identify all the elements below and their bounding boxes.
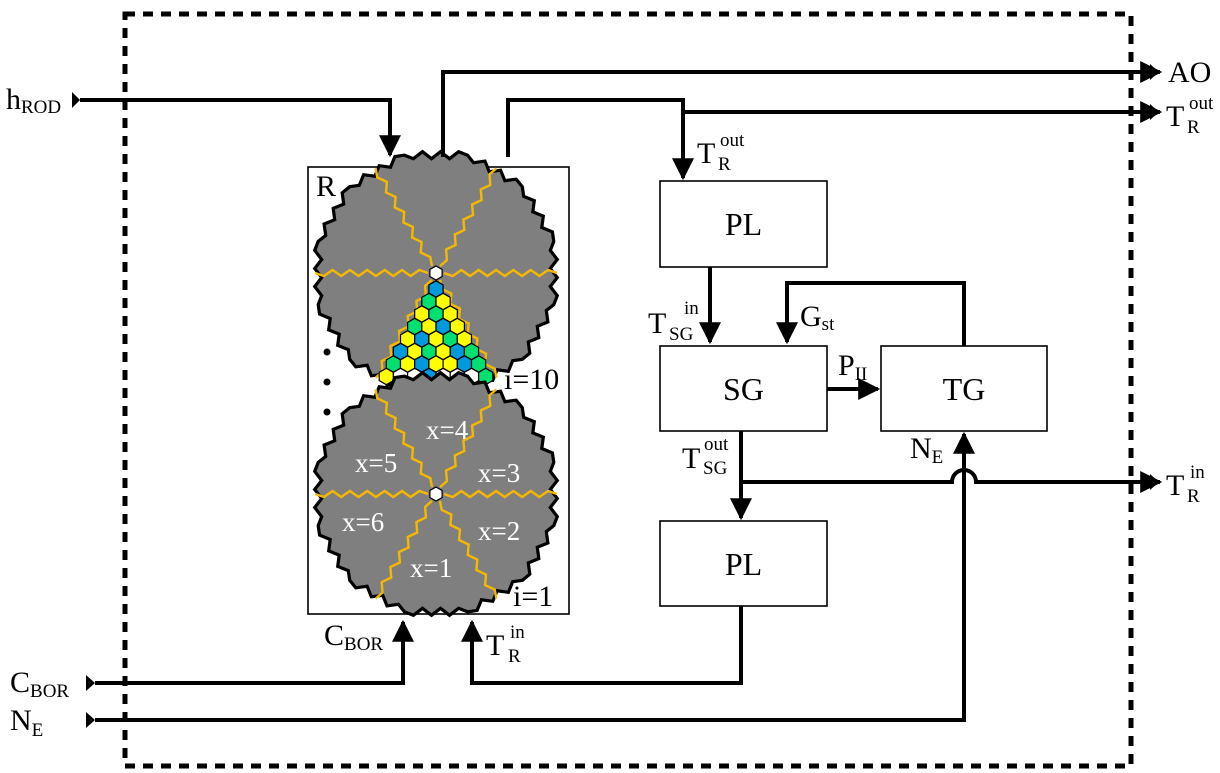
svg-text:SG: SG [669, 324, 694, 345]
sector-label-x5: x=5 [355, 448, 397, 478]
svg-text:out: out [704, 434, 729, 455]
sector-divider [374, 168, 434, 267]
t-r-in-reactor-label: T in R [486, 622, 525, 667]
sg-label: SG [723, 371, 764, 407]
pl-hot-label: PL [725, 206, 762, 242]
t-r-in-output-label: T in R [1166, 462, 1205, 507]
svg-text:PII: PII [838, 349, 867, 385]
svg-text:T: T [697, 137, 715, 170]
g-st-signal-label: Gst [800, 300, 835, 335]
pl-cold-box [659, 520, 828, 607]
pin-h-rod [72, 92, 80, 108]
h-rod-input-label: hROD [6, 83, 61, 118]
c-bor-reactor-label: CBOR [324, 619, 383, 655]
svg-text:in: in [684, 298, 699, 319]
svg-text:R: R [718, 154, 731, 175]
core-center-cell [429, 486, 443, 502]
svg-text:CBOR: CBOR [324, 619, 383, 655]
svg-text:T: T [1166, 469, 1184, 502]
ellipsis-dot-2 [323, 378, 331, 386]
ellipsis-dot-3 [323, 408, 331, 416]
core-layer-top [312, 149, 560, 397]
sector-label-x3: x=3 [478, 458, 520, 488]
system-boundary [122, 11, 1134, 769]
sector-divider [443, 268, 558, 278]
svg-text:out: out [720, 130, 745, 151]
pin-c-bor [86, 675, 95, 691]
ao-wire [441, 61, 1163, 157]
pl-cold-label: PL [725, 546, 762, 582]
tg-box [880, 345, 1048, 432]
sector-label-x1: x=1 [410, 553, 452, 583]
svg-text:R: R [508, 646, 521, 667]
svg-text:Gst: Gst [800, 300, 835, 335]
n-e-wire [95, 431, 975, 722]
sector-divider [439, 167, 498, 268]
p-ii-signal-label: PII [838, 349, 867, 385]
ao-output-label: AO [1168, 56, 1211, 89]
t-r-in-feedback-wire [741, 468, 1163, 493]
layer-top-label: i=10 [504, 363, 559, 396]
svg-text:out: out [1189, 93, 1214, 114]
sector-divider [374, 389, 434, 488]
tg-label: TG [943, 371, 986, 407]
t-r-out-wire [506, 98, 1163, 157]
t-r-out-signal-label: T out R [697, 130, 745, 175]
t-sg-in-signal-label: T in SG [648, 298, 699, 345]
sector-label-x4: x=4 [426, 415, 469, 445]
sector-label-x6: x=6 [342, 507, 384, 537]
pin-n-e [86, 712, 95, 728]
pl-hot-box [659, 180, 828, 268]
n-e-signal-label: NE [910, 432, 943, 468]
h-rod-wire [80, 98, 401, 158]
layer-bottom-label: i=1 [513, 580, 553, 613]
sector-label-x2: x=2 [478, 516, 520, 546]
svg-text:SG: SG [703, 458, 728, 479]
svg-text:R: R [1187, 486, 1200, 507]
svg-text:T: T [682, 442, 700, 475]
svg-text:NE: NE [910, 432, 943, 468]
c-bor-input-label: CBOR [10, 666, 69, 702]
t-sg-out-signal-label: T out SG [682, 434, 729, 479]
sector-divider [374, 499, 433, 600]
svg-text:in: in [510, 622, 525, 643]
svg-text:in: in [1190, 462, 1205, 483]
svg-text:T: T [1166, 100, 1184, 133]
sector-divider [314, 268, 429, 278]
reactor-label: R [316, 170, 336, 203]
sector-divider [314, 489, 429, 499]
g-st-wire [776, 281, 966, 346]
pl-cold-return-wire [461, 606, 743, 685]
svg-text:T: T [648, 307, 666, 340]
sector-divider [443, 489, 558, 499]
svg-text:R: R [1187, 117, 1200, 138]
t-r-out-output-label: T out R [1166, 93, 1214, 138]
sector-divider [438, 500, 498, 599]
ellipsis-dot-1 [323, 348, 331, 356]
n-e-input-label: NE [10, 704, 43, 741]
svg-text:T: T [486, 629, 504, 662]
core-layer-bottom [312, 370, 560, 618]
sector-divider [439, 388, 498, 489]
core-center-cell [429, 265, 443, 281]
c-bor-wire [95, 619, 414, 685]
